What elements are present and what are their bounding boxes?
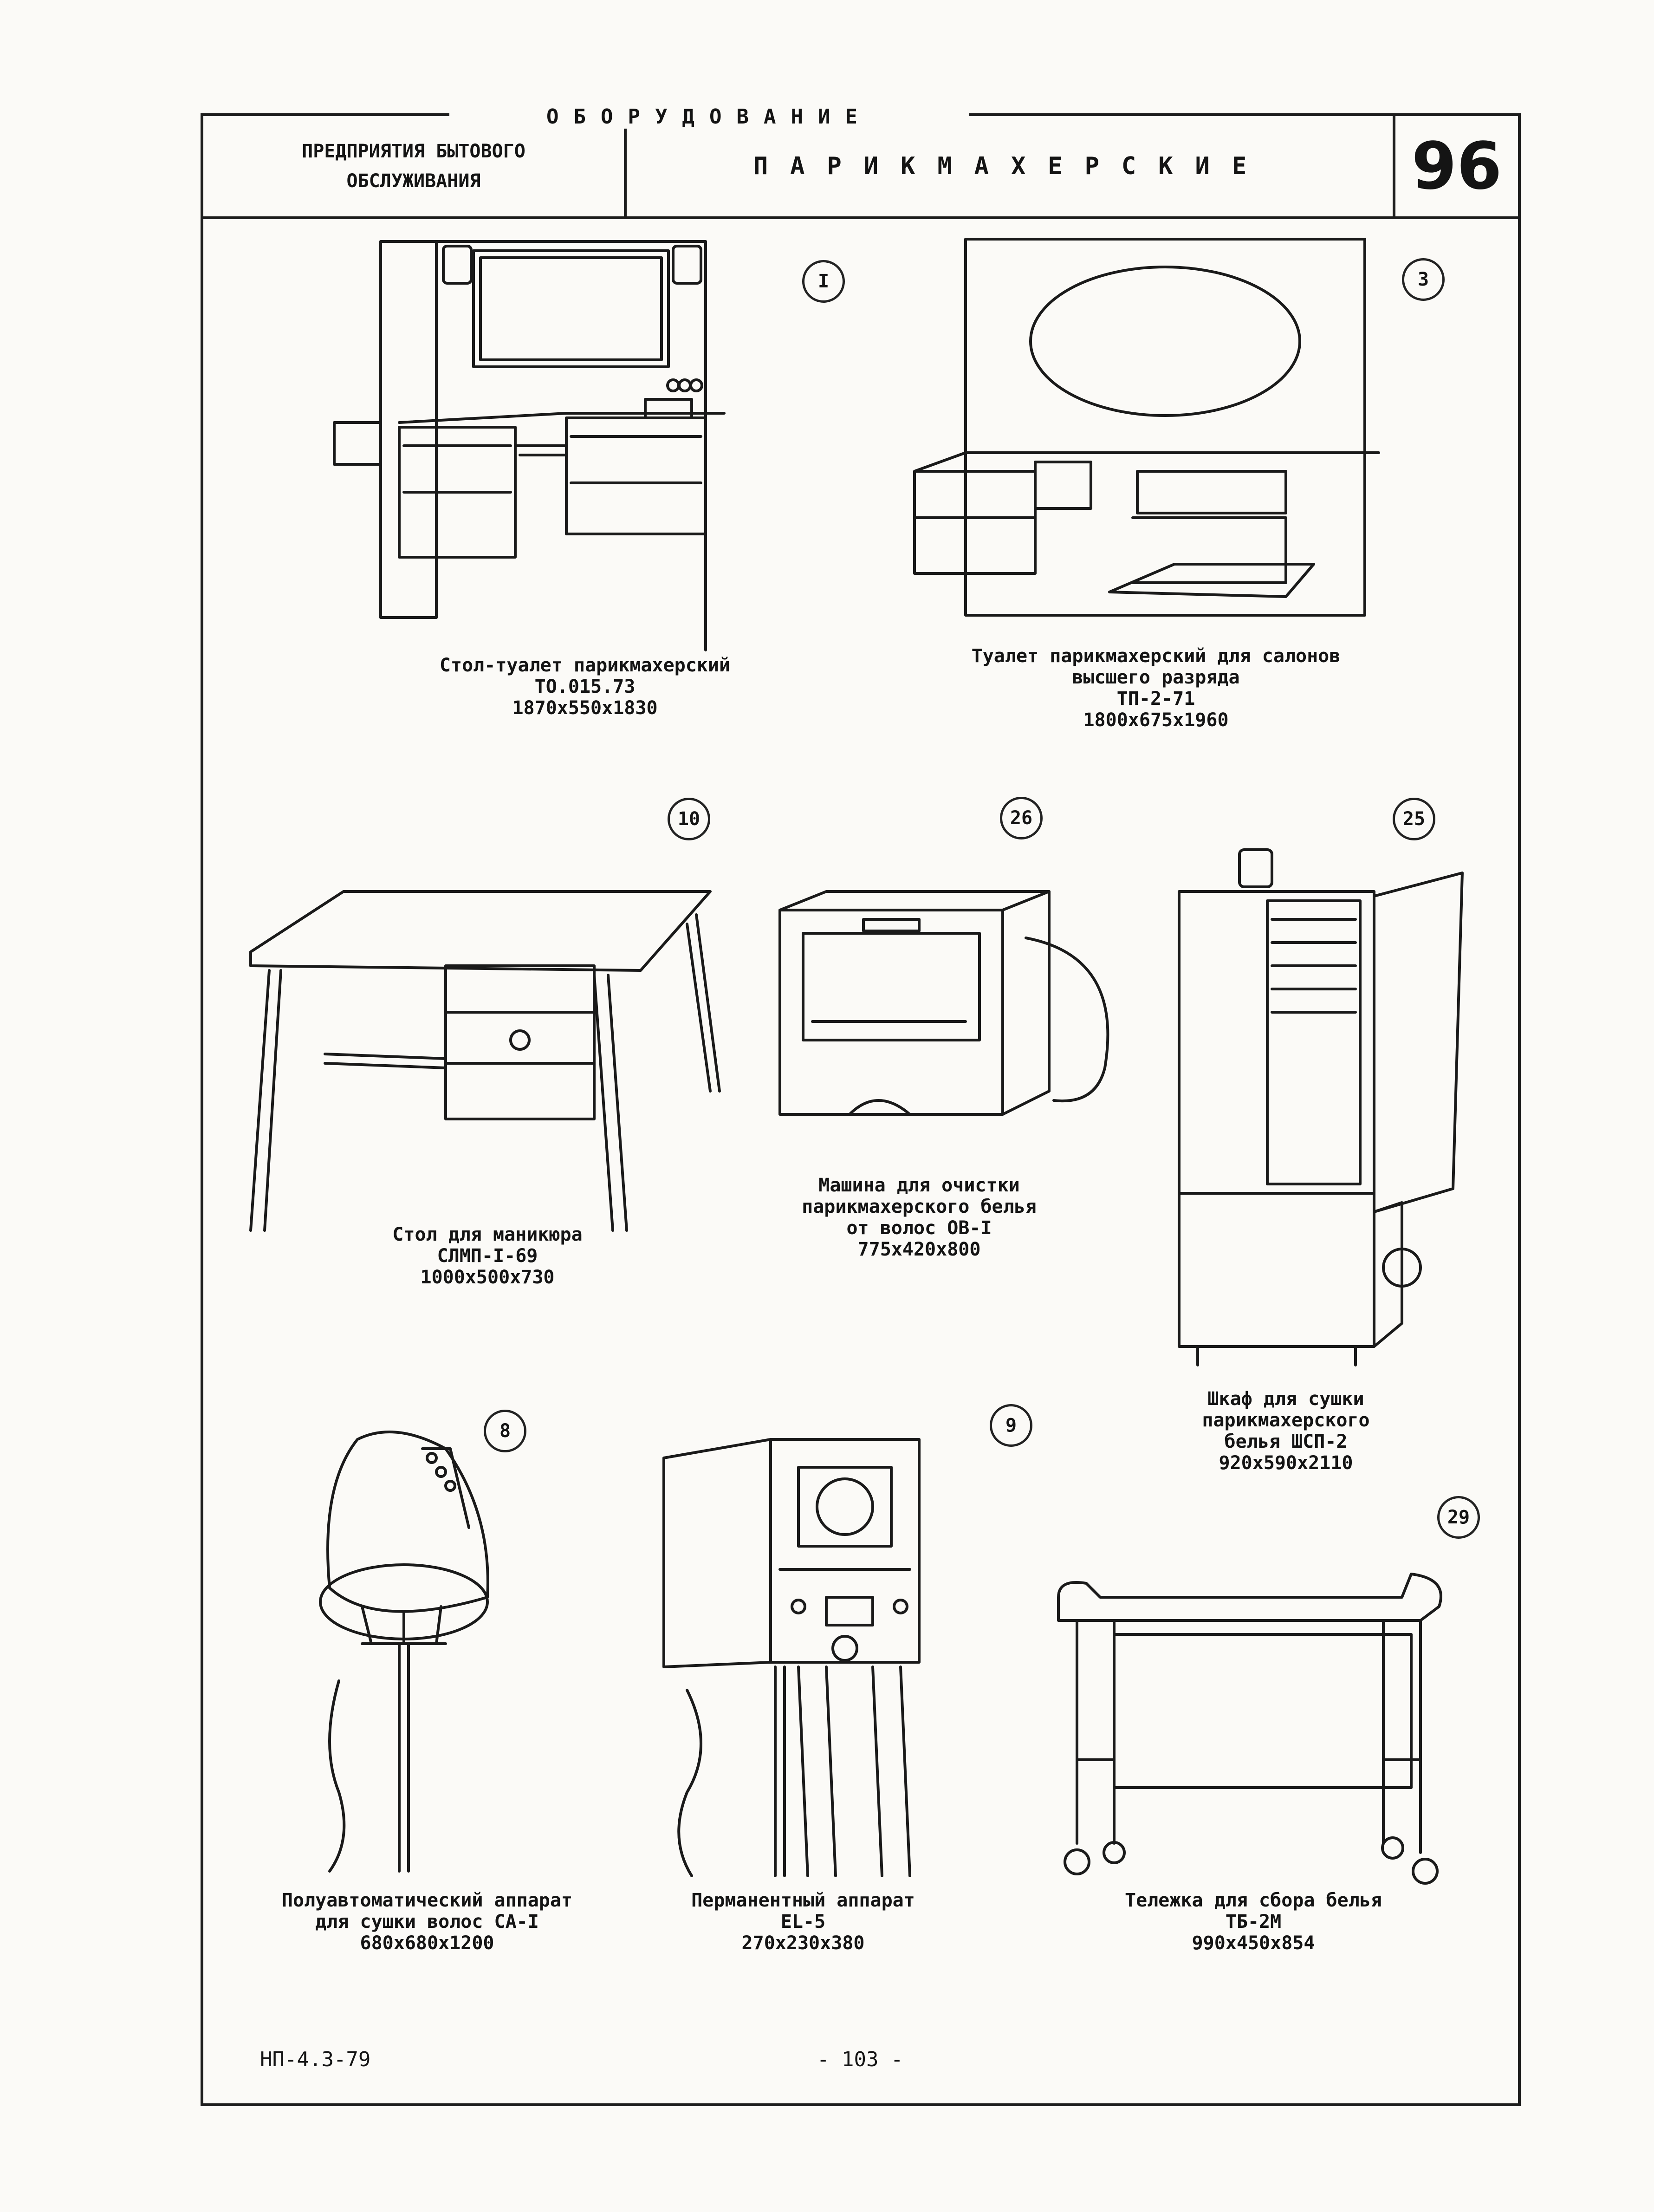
item-number-badge: 29 [1437,1496,1480,1539]
item-dimensions: 1000x500x730 [420,1267,555,1288]
permanent-wave-apparatus-drawing [662,1438,921,1877]
item-model: белья ШСП-2 [1224,1431,1348,1452]
item-number-badge: 26 [1000,797,1043,839]
item-subtitle: парикмахерского белья [802,1196,1037,1217]
item-caption: Шкаф для сушки парикмахерского белья ШСП… [1142,1388,1430,1474]
section-title: ОБОРУДОВАНИЕ [449,105,969,129]
salon-dressing-table-drawing [913,238,1380,617]
sheet-number: 96 [1393,116,1518,216]
item-subtitle: парикмахерского [1202,1410,1370,1431]
sheet-title: ПАРИКМАХЕРСКИЕ [753,152,1269,180]
dressing-table-drawing [333,240,726,651]
item-name: Стол-туалет парикмахерский [439,655,731,676]
item-number-badge: 3 [1402,258,1445,301]
item-dimensions: 920x590x2110 [1219,1452,1353,1474]
item-name: Туалет парикмахерский для салонов [971,645,1341,667]
linen-cleaning-machine-drawing [778,890,1109,1116]
item-model: ТБ-2М [1225,1911,1282,1932]
page-frame: ПРЕДПРИЯТИЯ БЫТОВОГО ОБСЛУЖИВАНИЯ ПАРИКМ… [201,113,1521,2106]
item-dimensions: 775x420x800 [857,1239,981,1260]
org-line-2: ОБСЛУЖИВАНИЯ [346,170,481,192]
item-model: от волос ОВ-I [846,1217,992,1239]
organization-cell: ПРЕДПРИЯТИЯ БЫТОВОГО ОБСЛУЖИВАНИЯ [203,116,627,216]
item-subtitle: высшего разряда [1072,667,1240,688]
item-name: Полуавтоматический аппарат [281,1890,573,1911]
item-name: Машина для очистки [818,1175,1020,1196]
item-number-badge: I [802,260,845,303]
item-caption: Полуавтоматический аппарат для сушки вол… [251,1890,603,1954]
item-caption: Тележка для сбора белья ТБ-2М 990x450x85… [1063,1890,1444,1954]
page-number: - 103 - [817,2048,903,2071]
item-model: СЛМП-I-69 [437,1245,538,1267]
item-dimensions: 270x230x380 [741,1932,865,1954]
hair-dryer-drawing [319,1431,489,1873]
item-name: Шкаф для сушки [1207,1388,1364,1410]
item-caption: Туалет парикмахерский для салонов высшег… [924,645,1388,731]
item-caption: Стол для маникюра СЛМП-I-69 1000x500x730 [325,1224,650,1288]
drying-cabinet-drawing [1178,848,1464,1366]
item-subtitle: для сушки волос СА-I [315,1911,539,1932]
item-caption: Перманентный аппарат EL-5 270x230x380 [659,1890,947,1954]
item-dimensions: 990x450x854 [1192,1932,1315,1954]
item-dimensions: 1800x675x1960 [1083,709,1229,731]
item-name: Перманентный аппарат [691,1890,915,1911]
document-code: НП-4.3-79 [260,2048,371,2071]
item-caption: Машина для очистки парикмахерского белья… [761,1175,1077,1260]
item-number-badge: 9 [990,1404,1032,1447]
item-name: Стол для маникюра [392,1224,583,1245]
item-dimensions: 680x680x1200 [360,1932,494,1954]
item-number-badge: 10 [668,798,710,840]
item-model: ТО.015.73 [534,676,636,697]
item-model: EL-5 [780,1911,826,1932]
item-model: ТП-2-71 [1116,688,1195,709]
manicure-table-drawing [249,890,721,1232]
org-line-1: ПРЕДПРИЯТИЯ БЫТОВОГО [302,141,525,162]
linen-trolley-drawing [1057,1573,1442,1885]
item-caption: Стол-туалет парикмахерский ТО.015.73 187… [395,655,775,719]
title-block: ПРЕДПРИЯТИЯ БЫТОВОГО ОБСЛУЖИВАНИЯ ПАРИКМ… [203,116,1518,219]
item-number-badge: 8 [484,1410,526,1452]
item-dimensions: 1870x550x1830 [512,697,658,719]
item-name: Тележка для сбора белья [1125,1890,1382,1911]
item-number-badge: 25 [1393,798,1435,840]
